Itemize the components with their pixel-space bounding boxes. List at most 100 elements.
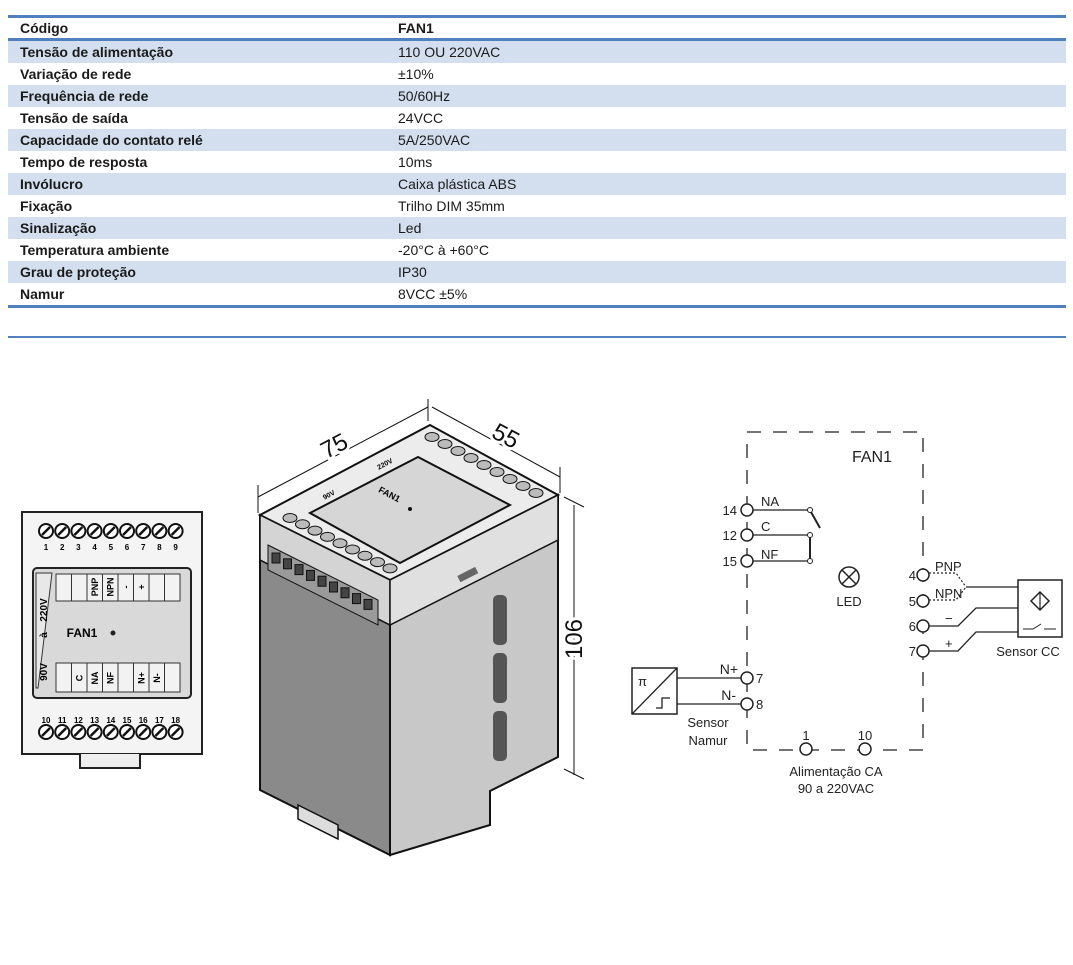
iso-screw [463, 453, 479, 463]
terminal-number: 8 [157, 543, 162, 552]
iso-screw [437, 439, 453, 449]
iso-din-clip [297, 803, 339, 841]
cell-label: NA [90, 671, 100, 684]
table-row: Variação de rede ±10% [8, 63, 1066, 85]
iso-terminal-slot [306, 569, 315, 581]
din-clip [79, 754, 141, 769]
iso-screw [515, 481, 531, 491]
iso-screw [489, 467, 505, 477]
module-boundary [746, 431, 924, 751]
terminal-number: 9 [173, 543, 178, 552]
terminal-number: 7 [141, 543, 146, 552]
terminal-number: 14 [106, 716, 115, 725]
row-label: Sinalização [20, 220, 97, 236]
terminal-number: 2 [60, 543, 65, 552]
voltage-low-label: 90V [39, 663, 50, 681]
relay-na-label: NA [761, 494, 779, 509]
iso-terminal-slot [271, 552, 281, 564]
iso-screw [382, 563, 398, 574]
row-label: Fixação [20, 198, 73, 214]
cell-label: NF [106, 672, 116, 684]
dim-height-label: 106 [561, 619, 588, 659]
row-value: ±10% [398, 66, 434, 82]
terminal-5-number: 5 [909, 594, 916, 609]
row-value: 8VCC ±5% [398, 286, 468, 302]
led-label: LED [836, 594, 861, 609]
terminal-number: 15 [123, 716, 132, 725]
terminal-12 [740, 528, 754, 542]
voltage-high-label: 220V [39, 598, 50, 622]
terminal-4-number: 4 [909, 568, 916, 583]
row-label: Namur [20, 286, 65, 302]
namur-sensor: π [631, 667, 754, 715]
row-label: Tempo de resposta [20, 154, 148, 170]
terminal-14-number: 14 [723, 503, 737, 518]
iso-screw [332, 538, 348, 549]
terminal-7-namur [740, 671, 754, 685]
terminal-number: 18 [171, 716, 180, 725]
iso-terminal-slot [283, 558, 292, 570]
iso-terminal-slot [317, 575, 327, 587]
iso-screw [282, 513, 298, 523]
dim-length-label: 75 [316, 428, 352, 464]
row-value: 5A/250VAC [398, 132, 471, 148]
table-row: Capacidade do contato relé 5A/250VAC [8, 129, 1066, 151]
dc-sensor-terminals [916, 568, 1018, 658]
voltage-mid-label: à [39, 632, 50, 638]
switch-icon [1023, 623, 1056, 630]
terminal-8 [740, 697, 754, 711]
namur-label-2: Namur [688, 733, 728, 748]
row-value: -20°C à +60°C [398, 242, 489, 258]
table-row: Namur 8VCC ±5% [8, 283, 1066, 305]
iso-dimension-lines [257, 399, 585, 780]
iso-terminal-slots [271, 552, 373, 610]
label-cell [164, 573, 181, 602]
iso-screw [307, 525, 323, 536]
iso-upper-band-right [389, 493, 559, 627]
vent-slot [493, 595, 507, 645]
iso-terminal-slot [294, 564, 304, 576]
row-label: Variação de rede [20, 66, 132, 82]
cell-label: NPN [106, 577, 116, 596]
terminal-number: 17 [155, 716, 164, 725]
namur-neg-label: N- [721, 687, 736, 703]
table-bottom-rule [8, 305, 1066, 308]
terminal-number: 5 [109, 543, 114, 552]
iso-screw [450, 446, 466, 456]
dc-sensor-box [1017, 579, 1063, 638]
led-icon [838, 566, 860, 588]
terminal-14 [740, 503, 754, 517]
iso-terminal-slot [329, 581, 338, 593]
row-value: 10ms [398, 154, 433, 170]
label-cell [148, 573, 165, 602]
row-value: Led [398, 220, 422, 236]
terminal-number: 12 [74, 716, 83, 725]
terminal-6-number: 6 [909, 619, 916, 634]
row-label: Tensão de alimentação [20, 44, 174, 60]
terminal-number: 1 [44, 543, 49, 552]
terminal-5 [916, 594, 930, 608]
terminal-15 [740, 554, 754, 568]
iso-led-dot [408, 507, 412, 511]
table-row: Temperatura ambiente-20°C à +60°C [8, 239, 1066, 261]
cell-label: + [137, 584, 147, 589]
row-label: Capacidade do contato relé [20, 132, 203, 148]
front-led-dot [110, 630, 116, 636]
row-label: Invólucro [20, 176, 84, 192]
terminal-number: 4 [92, 543, 97, 552]
iso-vents [493, 595, 507, 761]
terminal-number: 13 [90, 716, 99, 725]
table-header-row: Código FAN1 [8, 18, 1066, 41]
terminal-number: 11 [58, 716, 67, 725]
terminal-7-number: 7 [909, 644, 916, 659]
row-value: Caixa plástica ABS [398, 176, 517, 192]
terminal-15-number: 15 [723, 554, 737, 569]
namur-label-1: Sensor [687, 715, 729, 730]
